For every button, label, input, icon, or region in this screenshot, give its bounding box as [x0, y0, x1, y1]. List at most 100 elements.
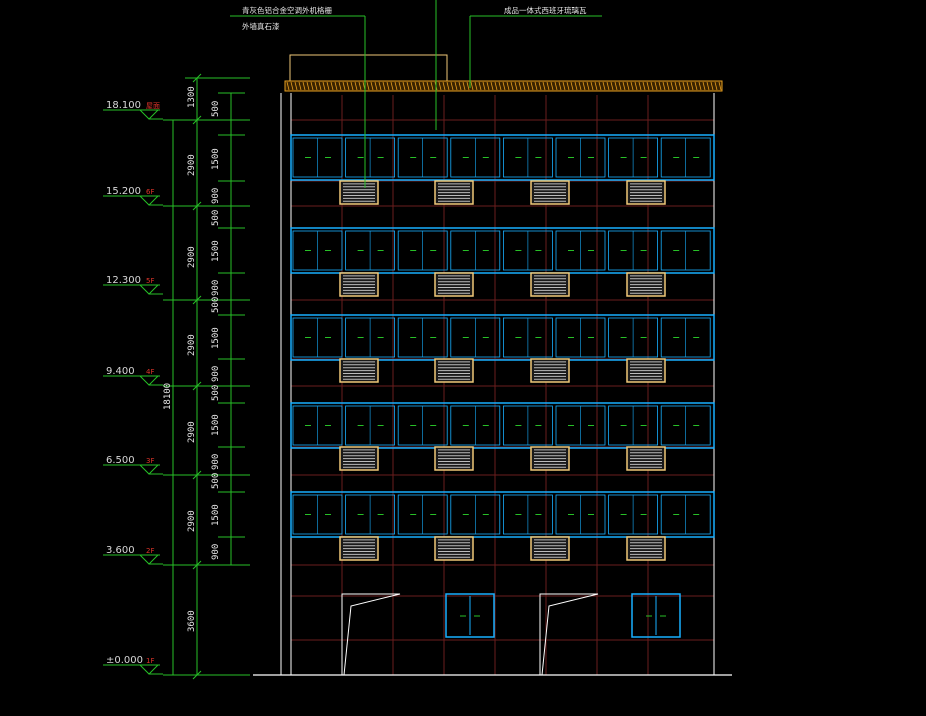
window-band — [290, 314, 715, 361]
roof-tile — [522, 81, 526, 91]
roof-tile — [414, 81, 418, 91]
dim-sub: 900 — [211, 188, 221, 204]
roof-tile — [686, 81, 690, 91]
roof-tile — [502, 81, 506, 91]
level-elevation: ±0.000 — [106, 655, 143, 666]
dim-parapet: 1300 — [187, 86, 197, 108]
roof-tile — [462, 81, 466, 91]
roof-tile — [546, 81, 550, 91]
roof-tile — [342, 81, 346, 91]
dim-total: 18100 — [163, 383, 173, 410]
level-floor: 3F — [146, 457, 154, 465]
roof-tile — [574, 81, 578, 91]
dim-floor: 2900 — [187, 510, 197, 532]
roof-parapet — [289, 54, 448, 82]
dim-tick — [192, 115, 202, 125]
roof-tile — [530, 81, 534, 91]
roof-tile — [694, 81, 698, 91]
level-triangle — [139, 554, 159, 565]
dim-floor: 2900 — [187, 246, 197, 268]
entrance-opening — [341, 593, 401, 676]
roof-tile — [606, 81, 610, 91]
roof-tile — [298, 81, 302, 91]
roof-tile — [306, 81, 310, 91]
roof-tile — [418, 81, 422, 91]
roof-tile — [330, 81, 334, 91]
roof-tile — [714, 81, 718, 91]
ac-grilles — [339, 180, 666, 561]
roof-tile — [346, 81, 350, 91]
roof-tile — [534, 81, 538, 91]
level-triangle — [139, 284, 159, 295]
roof-tile — [506, 81, 510, 91]
roof-tile — [430, 81, 434, 91]
level-elevation: 3.600 — [106, 545, 135, 556]
roof-tile — [662, 81, 666, 91]
dim-tick — [192, 470, 202, 480]
roof-tile — [622, 81, 626, 91]
roof-tile — [554, 81, 558, 91]
door — [631, 593, 681, 638]
roof-tile — [518, 81, 522, 91]
roof-tile — [290, 81, 294, 91]
roof-tile — [538, 81, 542, 91]
level-elevation: 15.200 — [106, 186, 141, 197]
roof-tile — [466, 81, 470, 91]
roof-tile — [710, 81, 714, 91]
roof-tile — [570, 81, 574, 91]
level-floor: 1F — [146, 657, 154, 665]
roof-tile — [426, 81, 430, 91]
roof-tile — [678, 81, 682, 91]
dim-sub: 900 — [211, 366, 221, 382]
roof-tile — [514, 81, 518, 91]
dim-ground: 3600 — [187, 610, 197, 632]
roof-tile — [394, 81, 398, 91]
roof-tile — [510, 81, 514, 91]
roof-tile — [334, 81, 338, 91]
roof-tile — [618, 81, 622, 91]
dim-sub: 500 — [211, 473, 221, 489]
level-triangle — [139, 195, 159, 206]
roof-tile — [634, 81, 638, 91]
roof-tile — [410, 81, 414, 91]
annotation-grille: 青灰色铝合金空调外机格栅 — [242, 5, 332, 15]
roof-tile — [702, 81, 706, 91]
roof-tile — [586, 81, 590, 91]
window-band — [290, 402, 715, 449]
roof-tile — [566, 81, 570, 91]
level-elevation: 9.400 — [106, 366, 135, 377]
roof-tile — [302, 81, 306, 91]
roof-tile — [402, 81, 406, 91]
dimension-chain: 1810013002900290029002900290036005001500… — [163, 73, 250, 680]
roof-tile — [390, 81, 394, 91]
dim-sub: 900 — [211, 454, 221, 470]
roof-tile — [486, 81, 490, 91]
level-floor: 5F — [146, 277, 154, 285]
roof-tile — [598, 81, 602, 91]
roof-tile — [406, 81, 410, 91]
roof-tile — [386, 81, 390, 91]
roof-tile — [454, 81, 458, 91]
roof-tile — [338, 81, 342, 91]
roof-tile — [326, 81, 330, 91]
roof-tile — [642, 81, 646, 91]
roof-tile — [650, 81, 654, 91]
ground-floor-openings — [341, 593, 681, 676]
dim-sub: 1500 — [211, 327, 221, 349]
roof-tile — [318, 81, 322, 91]
roof-tile — [614, 81, 618, 91]
roof-tile — [646, 81, 650, 91]
roof-tile — [706, 81, 710, 91]
level-triangle — [139, 109, 159, 120]
roof-tile — [578, 81, 582, 91]
roof-tile — [482, 81, 486, 91]
roof-tile — [442, 81, 446, 91]
roof-tile — [638, 81, 642, 91]
roof-tile — [322, 81, 326, 91]
roof-tile — [378, 81, 382, 91]
roof-band — [284, 80, 723, 92]
roof-tile — [698, 81, 702, 91]
roof-tile — [374, 81, 378, 91]
dim-tick — [192, 381, 202, 391]
